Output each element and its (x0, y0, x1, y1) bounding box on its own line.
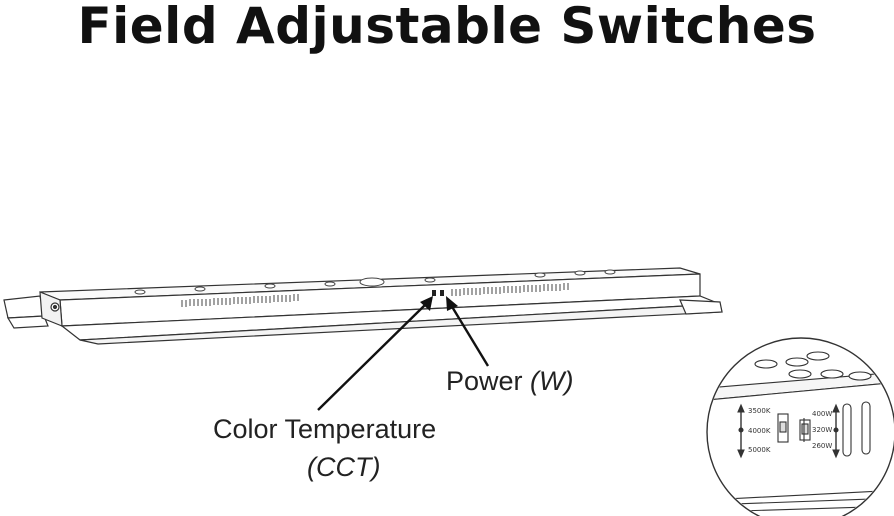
power-option-260w: 260W (812, 442, 832, 450)
vent-slots-left (181, 294, 299, 307)
cct-callout-label: Color Temperature (213, 414, 437, 444)
cct-callout-abbr: (CCT) (307, 452, 381, 482)
vent-slots-right (451, 283, 569, 296)
diagram-title: Field Adjustable Switches (77, 0, 817, 55)
switch-detail-inset: 3500K 4000K 5000K 400W 320W 260W (706, 337, 894, 516)
power-unit: (W) (530, 366, 574, 396)
cct-option-5000k: 5000K (748, 446, 771, 454)
cct-option-3500k: 3500K (748, 407, 771, 415)
power-arrow (446, 296, 490, 367)
power-option-400w: 400W (812, 410, 832, 418)
cct-option-4000k: 4000K (748, 427, 771, 435)
power-callout-label: Power (W) (446, 366, 574, 397)
cct-arrow (317, 296, 433, 411)
switch-block (432, 290, 444, 296)
top-holes (134, 269, 616, 295)
power-label: Power (446, 366, 523, 396)
power-option-320w: 320W (812, 426, 832, 434)
